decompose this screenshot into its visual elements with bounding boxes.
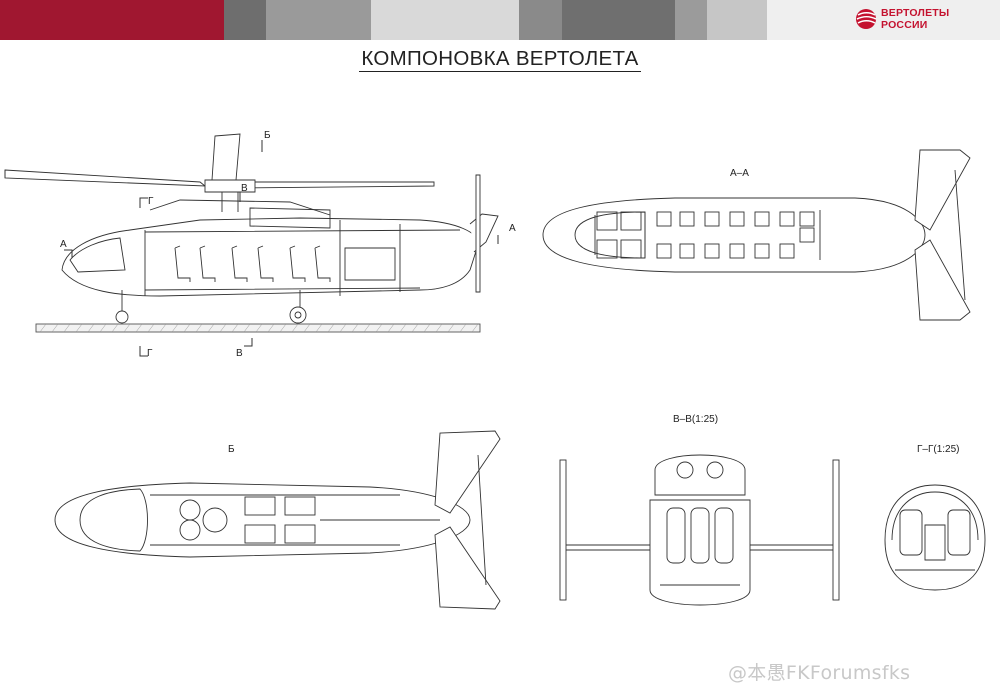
brand-line-2: РОССИИ	[881, 18, 928, 31]
header-gray-band	[562, 0, 675, 40]
brand-name: ВЕРТОЛЕТЫ РОССИИ	[881, 7, 950, 31]
section-b-label: Б	[228, 444, 235, 455]
section-vv-label: В–В(1:25)	[673, 414, 719, 425]
marker-b-top: Б	[264, 130, 271, 141]
marker-v-bottom: В	[236, 348, 243, 359]
side-view-drawing	[4, 133, 499, 357]
page-title: КОМПОНОВКА ВЕРТОЛЕТА	[359, 47, 641, 72]
brand-emblem-icon	[856, 9, 877, 29]
brand-line-1: ВЕРТОЛЕТЫ	[881, 7, 950, 19]
section-vv-drawing	[559, 454, 840, 606]
header-gray-band	[707, 0, 767, 40]
section-gg-drawing	[884, 484, 986, 591]
page-title-wrap: КОМПОНОВКА ВЕРТОЛЕТА	[0, 47, 1000, 72]
marker-v-mid: В	[241, 183, 248, 194]
brand-logo: ВЕРТОЛЕТЫ РОССИИ	[855, 6, 995, 36]
header-gray-band	[371, 0, 519, 40]
section-aa-drawing	[542, 149, 971, 321]
header-gray-band	[224, 0, 266, 40]
marker-a-right: А	[509, 223, 516, 234]
marker-a-left: А	[60, 239, 67, 250]
section-gg-label: Г–Г(1:25)	[917, 444, 960, 455]
header-gray-band	[266, 0, 371, 40]
marker-g-bottom: Г	[147, 348, 153, 359]
header-gray-band	[675, 0, 707, 40]
marker-g-left: Г	[148, 196, 154, 207]
header-accent-band	[0, 0, 224, 40]
header-gray-band	[519, 0, 562, 40]
section-b-drawing	[54, 430, 501, 610]
section-aa-label: А–А	[730, 168, 749, 179]
header-bar	[0, 0, 1000, 40]
header-gray-band	[767, 0, 1000, 40]
watermark-text: @本愚FKForumsfks	[728, 662, 911, 684]
